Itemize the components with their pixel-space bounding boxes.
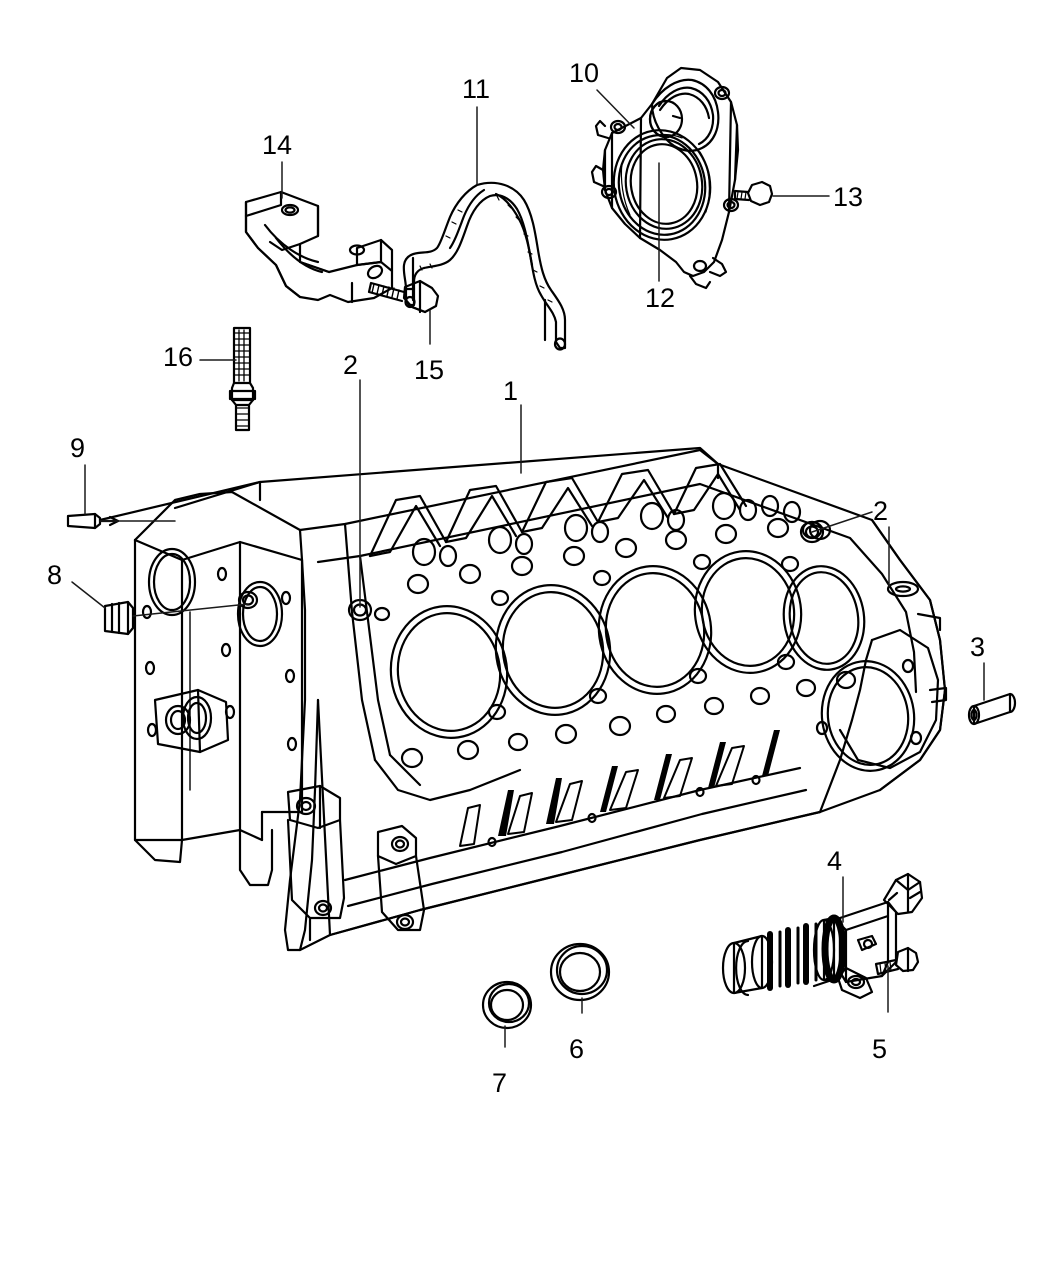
callout-label-4: 4	[827, 846, 843, 876]
callout-label-2b: 2	[873, 496, 889, 526]
callout-label-13: 13	[833, 182, 864, 212]
part-3-dowel-sleeve	[967, 692, 1017, 726]
callout-label-2a: 2	[343, 350, 359, 380]
part-2-dowel-ring-right	[886, 580, 920, 598]
part-10-12-seal-retainer	[590, 66, 774, 290]
part-6-o-ring-large	[549, 942, 611, 1002]
leader-lines	[71, 89, 985, 1048]
callout-label-10: 10	[569, 58, 600, 88]
part-1-cylinder-block	[98, 446, 948, 952]
callout-label-8: 8	[47, 560, 63, 590]
part-4-solenoid	[721, 872, 924, 1000]
part-5-solenoid-bolt	[874, 946, 920, 976]
callout-label-12: 12	[645, 283, 676, 313]
callout-label-9: 9	[70, 433, 86, 463]
part-7-o-ring-small	[481, 980, 533, 1030]
callout-label-11: 11	[462, 74, 491, 104]
callout-label-3: 3	[970, 632, 986, 662]
callout-label-7: 7	[492, 1068, 508, 1098]
callout-label-15: 15	[414, 355, 445, 385]
callout-label-5: 5	[872, 1034, 888, 1064]
part-14-lift-bracket	[244, 190, 394, 304]
callout-label-14: 14	[262, 130, 293, 160]
callout-label-16: 16	[163, 342, 194, 372]
callout-label-6: 6	[569, 1034, 585, 1064]
part-11-gasket	[402, 181, 567, 351]
part-16-stud	[228, 326, 257, 432]
callout-label-1: 1	[503, 376, 519, 406]
part-8-core-plug	[103, 600, 135, 636]
